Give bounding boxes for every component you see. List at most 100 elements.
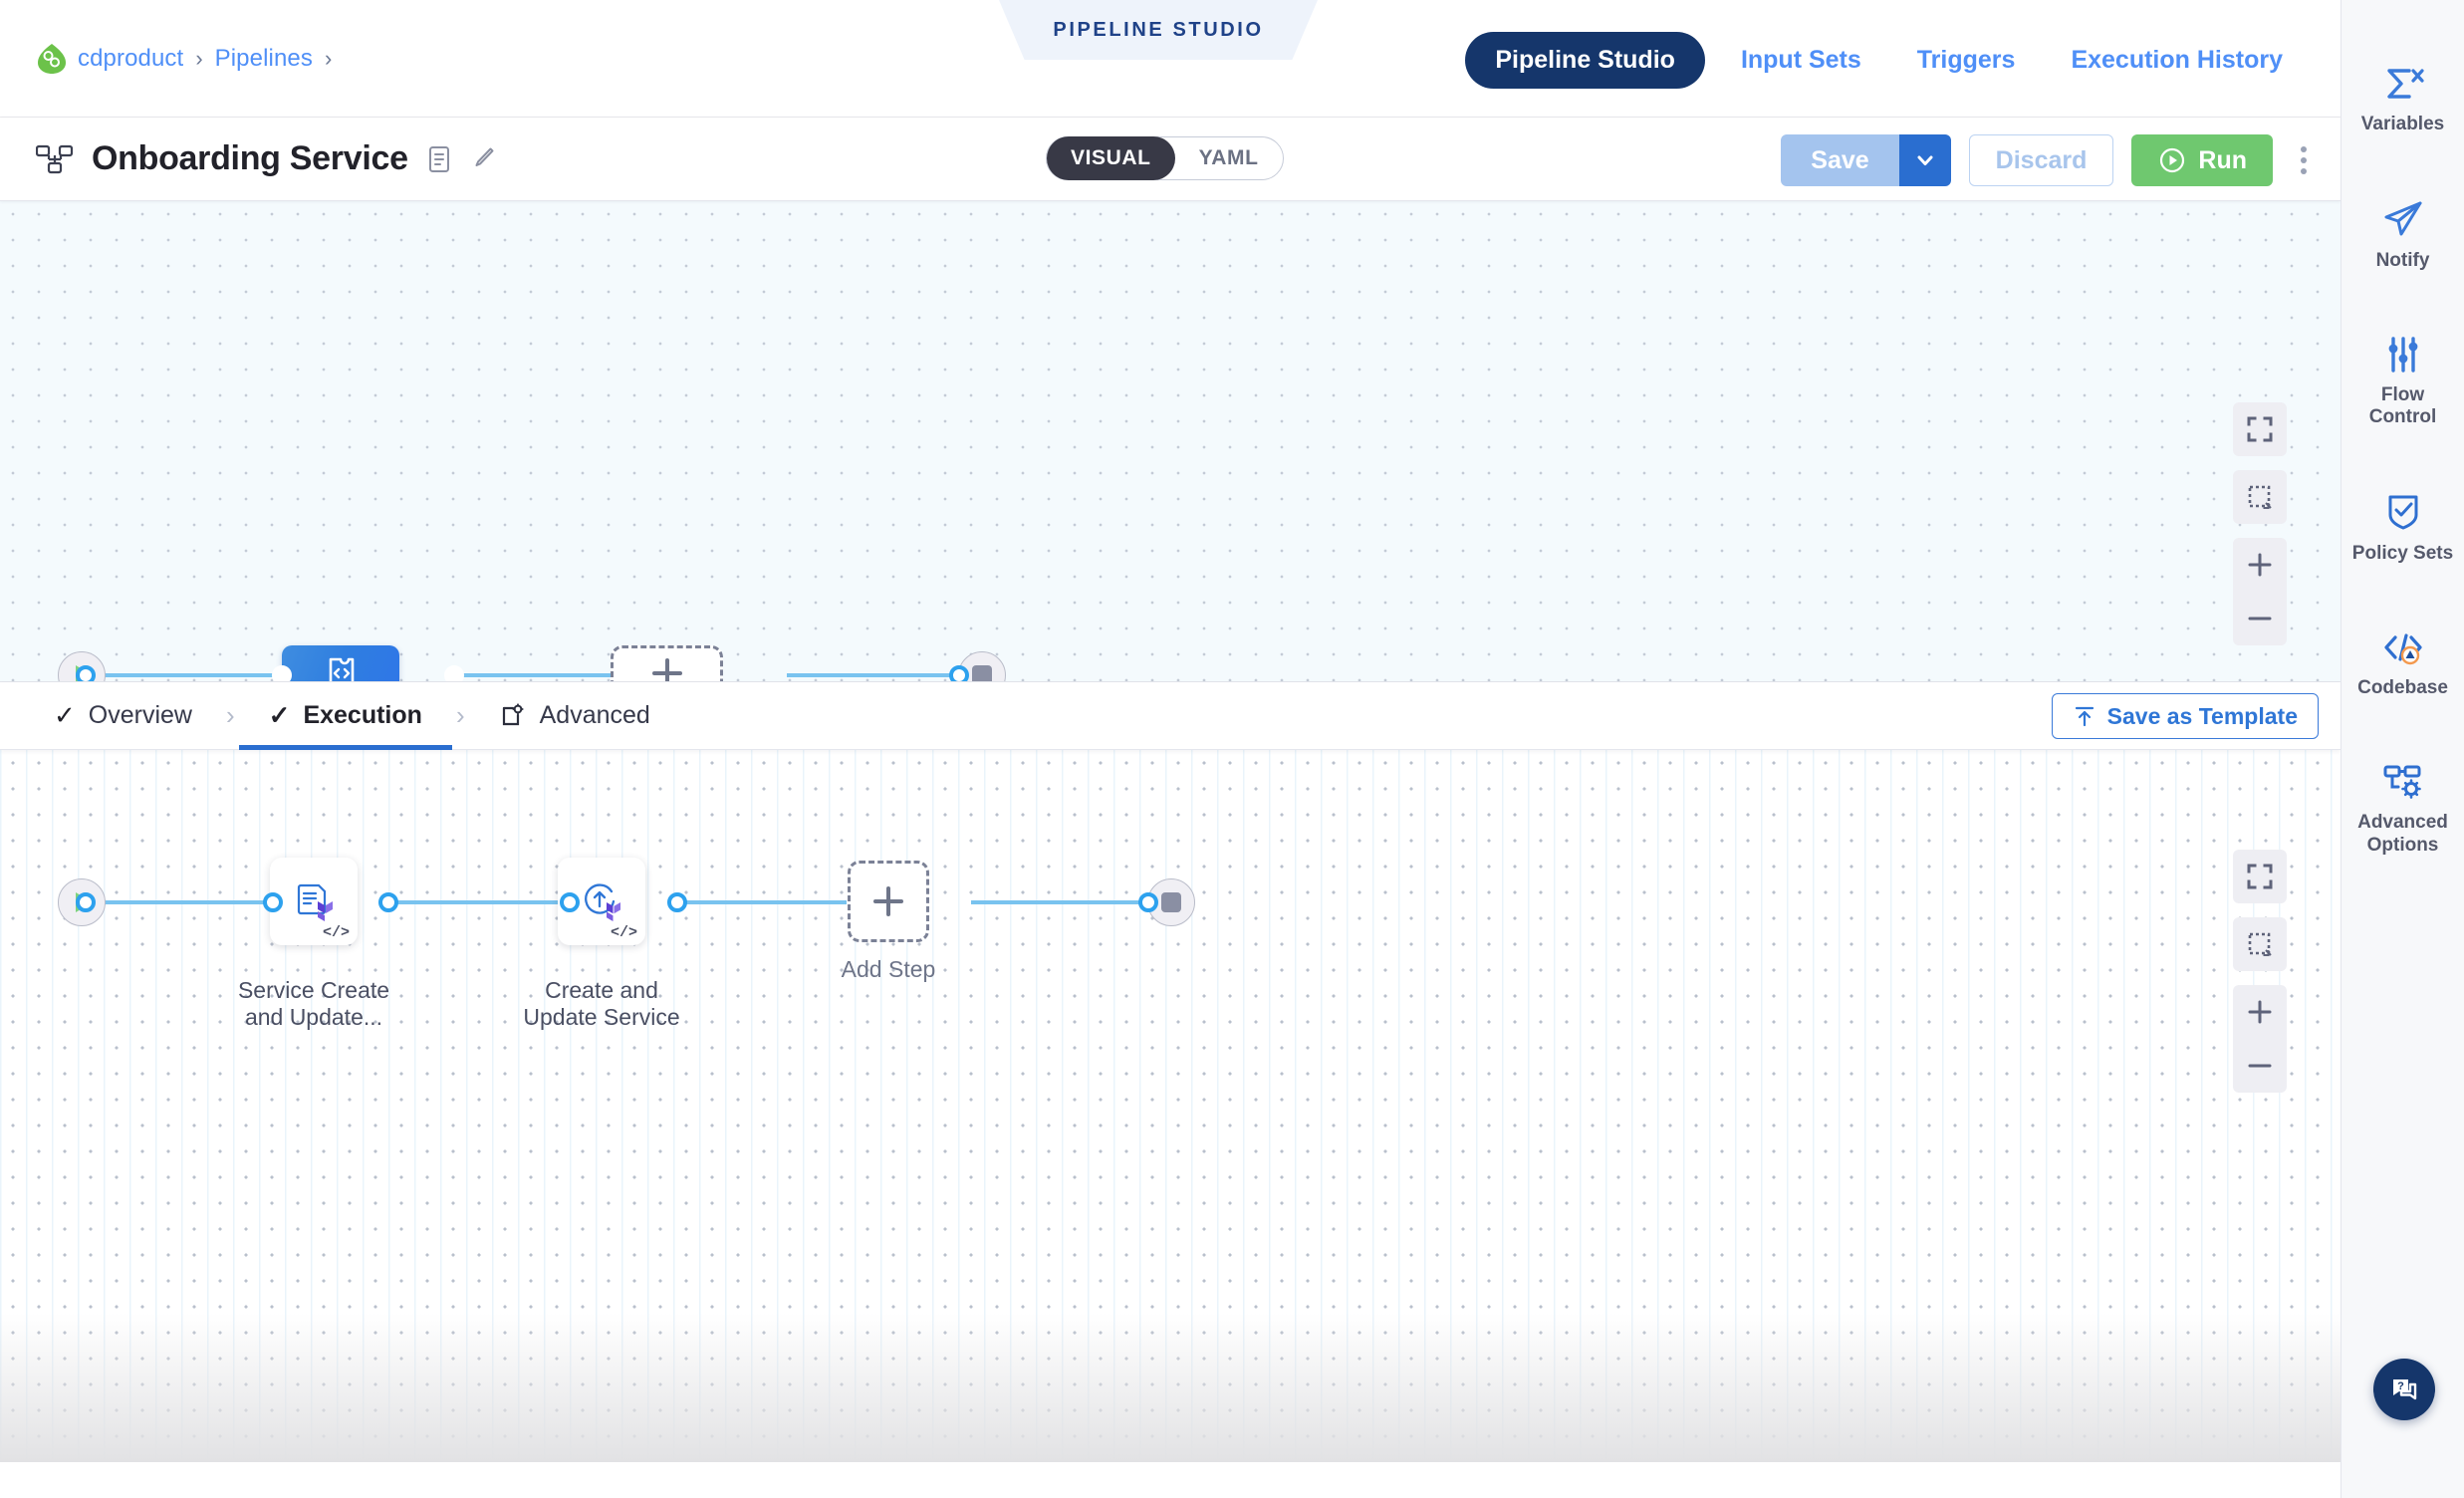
step-fit-to-screen-button[interactable] xyxy=(2233,850,2287,903)
stage-start-port[interactable] xyxy=(76,665,96,682)
nav-tab-pipeline-studio[interactable]: Pipeline Studio xyxy=(1465,32,1705,89)
plus-icon xyxy=(2245,550,2275,580)
terraform-plan-icon xyxy=(288,875,340,927)
stage-fit-to-screen-button[interactable] xyxy=(2233,402,2287,456)
code-warning-icon xyxy=(2381,627,2425,667)
add-stage-node[interactable]: Add Stage xyxy=(611,645,723,682)
stage-node-out-port[interactable] xyxy=(444,665,464,682)
step-canvas[interactable]: </> Service Create and Update... xyxy=(0,750,2341,1462)
step-edge-1 xyxy=(388,900,570,904)
discard-button[interactable]: Discard xyxy=(1969,134,2114,186)
step-start-port[interactable] xyxy=(76,892,96,912)
minus-icon xyxy=(2245,1051,2275,1081)
stage-node-in-port[interactable] xyxy=(272,665,292,682)
sidebar-item-advanced-options-label: Advanced Options xyxy=(2345,812,2461,858)
step-1-out-port[interactable] xyxy=(378,892,398,912)
step-1-code-badge: </> xyxy=(323,924,350,941)
run-button-label: Run xyxy=(2198,146,2247,175)
save-button[interactable]: Save xyxy=(1781,134,1898,186)
svg-text:?: ? xyxy=(2397,1380,2404,1392)
sidebar-item-notify-label: Notify xyxy=(2376,250,2430,273)
kebab-menu-icon[interactable] xyxy=(2291,140,2317,180)
stage-canvas-controls xyxy=(2233,402,2287,645)
stage-zoom-out-button[interactable] xyxy=(2233,592,2287,645)
description-icon[interactable] xyxy=(426,144,452,174)
toggle-option-yaml[interactable]: YAML xyxy=(1175,136,1283,180)
step-zoom-controls xyxy=(2233,985,2287,1093)
step-canvas-controls xyxy=(2233,850,2287,1093)
pipeline-studio-banner-label: PIPELINE STUDIO xyxy=(1053,19,1263,42)
breadcrumb-separator: › xyxy=(195,46,202,72)
nav-tab-triggers[interactable]: Triggers xyxy=(1889,46,2044,75)
run-button[interactable]: Run xyxy=(2131,134,2273,186)
step-zoom-out-button[interactable] xyxy=(2233,1039,2287,1093)
plus-icon xyxy=(873,886,903,916)
tab-execution-label: Execution xyxy=(303,701,421,730)
sidebar-item-policy-sets-label: Policy Sets xyxy=(2352,543,2453,566)
step-selection-box-button[interactable] xyxy=(2233,917,2287,971)
fullscreen-icon xyxy=(2246,863,2274,890)
tab-separator-2: › xyxy=(452,700,469,731)
step-zoom-in-button[interactable] xyxy=(2233,985,2287,1039)
stage-selection-box-button[interactable] xyxy=(2233,470,2287,524)
sidebar-item-codebase[interactable]: Codebase xyxy=(2341,606,2464,740)
sigma-x-icon xyxy=(2381,64,2425,104)
sidebar-item-notify[interactable]: Notify xyxy=(2341,176,2464,313)
nav-tab-input-sets[interactable]: Input Sets xyxy=(1713,46,1889,75)
stage-zoom-controls xyxy=(2233,538,2287,645)
stage-zoom-in-button[interactable] xyxy=(2233,538,2287,592)
sidebar-item-variables-label: Variables xyxy=(2361,114,2444,136)
title-left-group: Onboarding Service xyxy=(0,139,496,178)
stage-config-tabstrip: ✓ Overview › ✓ Execution › Advanced xyxy=(0,682,2341,750)
dashed-square-icon xyxy=(2246,930,2274,958)
stage-end-port[interactable] xyxy=(949,665,969,682)
add-step-node[interactable]: Add Step xyxy=(848,861,929,942)
stage-canvas[interactable]: </> Create and Update Service Add Stage xyxy=(0,201,2341,682)
sliders-icon xyxy=(2381,335,2425,374)
stop-icon xyxy=(1161,892,1181,912)
pencil-icon[interactable] xyxy=(470,144,496,174)
sidebar-item-flow-control[interactable]: Flow Control xyxy=(2341,313,2464,470)
tab-execution[interactable]: ✓ Execution xyxy=(239,682,452,750)
paper-plane-icon xyxy=(2381,198,2425,240)
title-bar: Onboarding Service VISUAL YAML Save xyxy=(0,118,2341,201)
step-2-code-badge: </> xyxy=(611,924,637,941)
sidebar-item-codebase-label: Codebase xyxy=(2357,677,2448,700)
step-2-in-port[interactable] xyxy=(560,892,580,912)
tab-advanced[interactable]: Advanced xyxy=(469,682,680,750)
check-icon: ✓ xyxy=(54,700,76,731)
breadcrumb-item-org[interactable]: cdproduct xyxy=(78,45,183,73)
plus-icon xyxy=(652,658,682,682)
nav-tab-execution-history[interactable]: Execution History xyxy=(2043,46,2311,75)
save-as-template-button[interactable]: Save as Template xyxy=(2052,693,2319,739)
tab-overview-label: Overview xyxy=(89,701,192,730)
fullscreen-icon xyxy=(2246,415,2274,443)
help-button[interactable]: ? xyxy=(2373,1359,2435,1420)
chevron-down-icon xyxy=(1912,147,1938,173)
dashed-square-icon xyxy=(2246,483,2274,511)
step-2-label-line2: Update Service xyxy=(502,1004,701,1031)
tab-advanced-label: Advanced xyxy=(540,701,650,730)
stop-icon xyxy=(972,665,992,682)
tab-overview[interactable]: ✓ Overview xyxy=(24,682,222,750)
visual-yaml-toggle[interactable]: VISUAL YAML xyxy=(1046,136,1284,180)
step-end-port[interactable] xyxy=(1138,892,1158,912)
step-node-service-create-and-update[interactable]: </> Service Create and Update... xyxy=(270,858,358,945)
breadcrumb-item-pipelines[interactable]: Pipelines xyxy=(215,45,313,73)
step-1-in-port[interactable] xyxy=(263,892,283,912)
sidebar-item-variables[interactable]: Variables xyxy=(2341,42,2464,176)
step-2-label-line1: Create and xyxy=(502,977,701,1004)
play-circle-icon xyxy=(2157,145,2187,175)
stage-node-create-and-update-service[interactable]: </> Create and Update Service xyxy=(282,645,399,682)
step-edge-end xyxy=(971,900,1160,904)
terraform-apply-icon xyxy=(576,875,627,927)
step-2-out-port[interactable] xyxy=(667,892,687,912)
toggle-option-visual[interactable]: VISUAL xyxy=(1047,136,1175,180)
breadcrumb: cdproduct › Pipelines › xyxy=(0,44,332,74)
sidebar-item-advanced-options[interactable]: Advanced Options xyxy=(2341,740,2464,897)
sidebar-item-policy-sets[interactable]: Policy Sets xyxy=(2341,469,2464,606)
save-dropdown-button[interactable] xyxy=(1899,134,1951,186)
save-button-group: Save xyxy=(1781,134,1950,186)
top-nav: Pipeline Studio Input Sets Triggers Exec… xyxy=(1465,32,2311,89)
